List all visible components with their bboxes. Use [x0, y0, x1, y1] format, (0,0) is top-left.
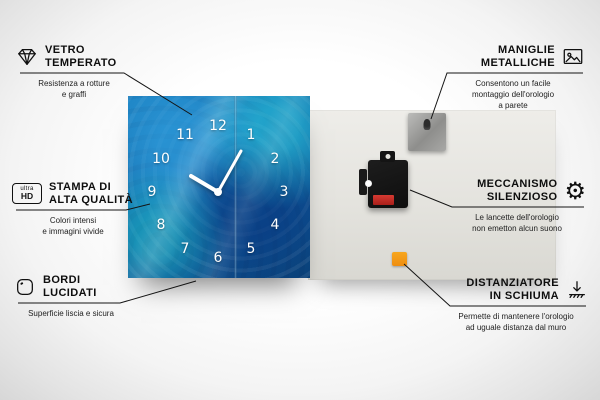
clock-number: 8	[156, 217, 166, 233]
callout-vetro-temperato: VETRO TEMPERATO Resistenza a rotture e g…	[16, 44, 132, 101]
minute-hand	[216, 149, 243, 194]
clock-number: 2	[270, 151, 280, 167]
callout-title: MANIGLIE METALLICHE	[480, 44, 555, 69]
callout-description: Consentono un facile montaggio dell'orol…	[471, 78, 555, 110]
keyhole-slot	[423, 119, 431, 130]
hour-hand	[189, 174, 220, 194]
ultra-hd-icon: ultra HD	[12, 183, 42, 205]
callout-description: Permette di mantenere l'orologio ad ugua…	[458, 311, 574, 332]
clock-number: 9	[147, 184, 157, 200]
picture-frame-icon	[562, 46, 584, 68]
foam-spacer	[392, 252, 407, 266]
spare-hands-pack	[359, 169, 367, 195]
callout-title: MECCANISMO SILENZIOSO	[477, 178, 558, 203]
callout-title: DISTANZIATORE IN SCHIUMA	[466, 277, 559, 302]
callout-title: BORDI LUCIDATI	[43, 274, 97, 299]
metal-hanger-plate	[408, 113, 446, 151]
uhd-badge-line2: HD	[20, 191, 34, 202]
clock-center-cap	[214, 188, 222, 196]
callout-meccanismo-silenzioso: MECCANISMO SILENZIOSO Le lancette dell'o…	[448, 178, 586, 235]
callout-maniglie-metalliche: MANIGLIE METALLICHE Consentono un facile…	[442, 44, 584, 111]
diamond-icon	[16, 46, 38, 68]
hand-spindle	[365, 180, 372, 187]
clock-number: 4	[270, 217, 280, 233]
clock-front-panel: 12 1 2 3 4 5 6 7 8 9 10 11	[128, 96, 310, 278]
callout-description: Superficie liscia e sicura	[28, 308, 114, 318]
callout-stampa-alta-qualita: ultra HD STAMPA DI ALTA QUALITÀ Colori i…	[12, 181, 134, 238]
clock-mechanism	[359, 151, 408, 208]
clock-number: 6	[213, 250, 223, 266]
callout-description: Le lancette dell'orologio non emetton al…	[472, 212, 562, 233]
clock-number: 1	[246, 127, 256, 143]
clock-number: 11	[176, 127, 194, 143]
uhd-badge-line1: ultra	[20, 186, 34, 193]
callout-description: Colori intensi e immagini vivide	[42, 215, 104, 236]
clock-number: 10	[152, 151, 170, 167]
battery	[373, 195, 394, 205]
mechanism-hanger-hook	[380, 151, 395, 162]
wall-spacer-icon	[566, 279, 588, 301]
callout-bordi-lucidati: BORDI LUCIDATI Superficie liscia e sicur…	[14, 274, 128, 320]
clock-number: 5	[246, 241, 256, 257]
callout-distanziatore-schiuma: DISTANZIATORE IN SCHIUMA Permette di man…	[444, 277, 588, 334]
hanger-hole	[385, 154, 390, 159]
gear-icon	[564, 179, 586, 203]
clock-number: 12	[209, 118, 227, 134]
polished-edge-icon	[14, 276, 36, 298]
callout-description: Resistenza a rotture e graffi	[38, 78, 110, 99]
clock-hands	[189, 149, 243, 196]
clock-number: 7	[180, 241, 190, 257]
callout-title: STAMPA DI ALTA QUALITÀ	[49, 181, 134, 206]
callout-title: VETRO TEMPERATO	[45, 44, 117, 69]
clock-number: 3	[279, 184, 289, 200]
